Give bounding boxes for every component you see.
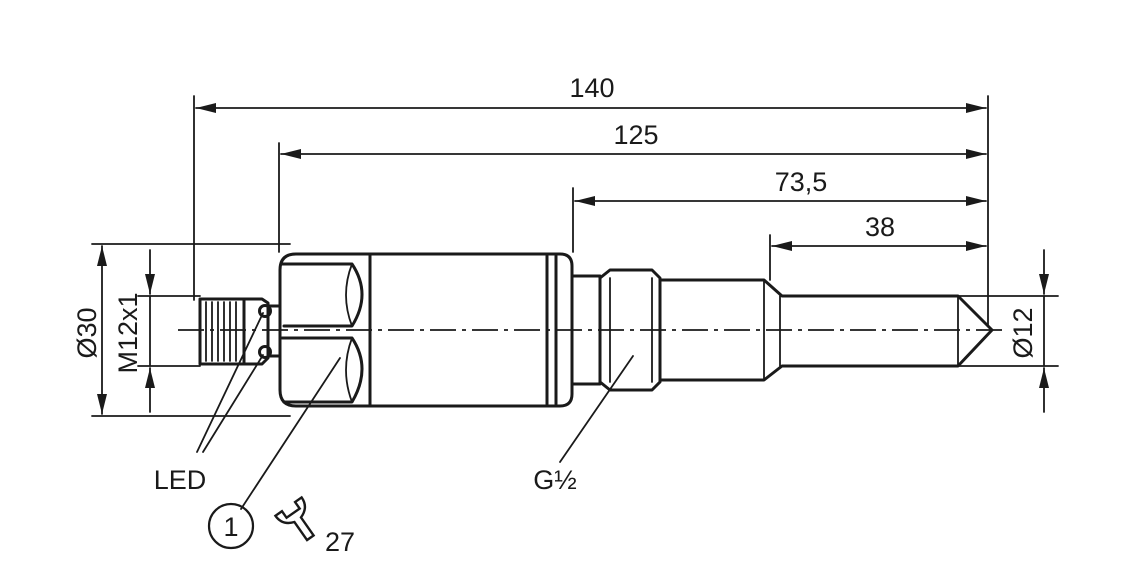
leader-led <box>196 312 264 453</box>
dimension-label-38: 38 <box>865 212 895 242</box>
dimension-140: 140 <box>195 73 987 113</box>
dimension-diameter-12: Ø12 <box>1008 249 1049 413</box>
wrench-icon <box>273 495 316 542</box>
dimension-diameter-30: Ø30 <box>72 245 107 415</box>
dimension-38: 38 <box>771 212 987 251</box>
dimension-label-diameter-12: Ø12 <box>1008 307 1038 358</box>
leader-thread <box>559 355 634 463</box>
dimension-label-140: 140 <box>569 73 614 103</box>
wrench-size-label: 27 <box>325 527 355 557</box>
led-indicator-top <box>258 304 272 318</box>
m12-connector <box>198 297 282 366</box>
led-indicator-bottom <box>258 345 272 359</box>
extension-lines <box>91 95 1059 417</box>
thread-label: G½ <box>533 465 577 495</box>
dimension-73-5: 73,5 <box>574 167 987 206</box>
probe-tip <box>788 294 994 368</box>
dimension-label-diameter-30: Ø30 <box>72 307 102 358</box>
dimension-label-m12x1: M12x1 <box>113 292 143 373</box>
led-label: LED <box>154 465 207 495</box>
dimension-label-125: 125 <box>613 120 658 150</box>
callout-number: 1 <box>223 512 238 542</box>
process-thread-section <box>570 268 792 392</box>
sensor-housing <box>278 252 574 408</box>
dimension-m12x1: M12x1 <box>113 249 155 413</box>
callout-circle <box>207 502 255 550</box>
leader-callout-1 <box>240 357 341 510</box>
dimension-125: 125 <box>280 120 987 159</box>
dimension-label-73-5: 73,5 <box>775 167 828 197</box>
